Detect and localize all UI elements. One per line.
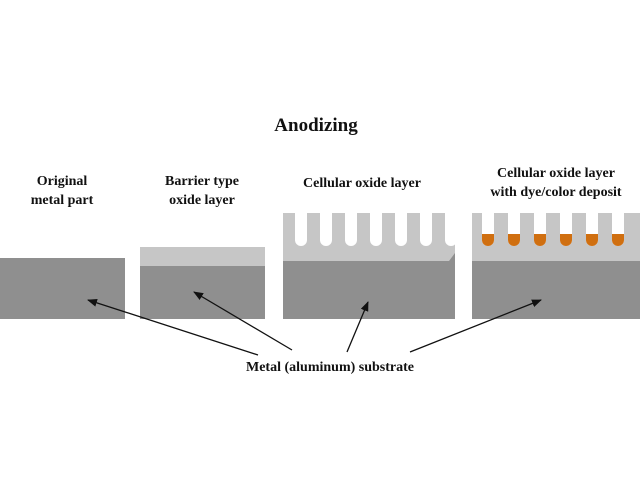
- dye-deposit: [508, 234, 520, 246]
- dye-deposit: [534, 234, 546, 246]
- dye-deposit: [586, 234, 598, 246]
- arrow-to-panel-1: [87, 298, 259, 356]
- substrate-arrows: [87, 291, 542, 356]
- metal-block: [0, 258, 125, 319]
- substrate-label: Metal (aluminum) substrate: [246, 360, 414, 375]
- pore: [295, 213, 307, 246]
- dye-deposits: [482, 234, 624, 246]
- panel-2-label-line-2: oxide layer: [169, 193, 235, 208]
- panel-original-metal: Original metal part: [0, 174, 125, 319]
- barrier-oxide-layer: [140, 247, 265, 266]
- pore-cells: [295, 213, 457, 246]
- panel-1-label-line-2: metal part: [31, 193, 94, 208]
- arrow-to-panel-3: [346, 301, 369, 353]
- panel-3-label-line-1: Cellular oxide layer: [303, 176, 421, 191]
- pore: [345, 213, 357, 246]
- arrow-to-panel-2: [193, 291, 293, 351]
- panel-4-label-line-1: Cellular oxide layer: [497, 166, 615, 181]
- arrow-to-panel-4: [409, 299, 542, 353]
- panel-cellular-oxide: Cellular oxide layer: [283, 176, 457, 319]
- metal-block: [140, 266, 265, 319]
- pore: [370, 213, 382, 246]
- pore: [445, 213, 457, 246]
- panel-2-label-line-1: Barrier type: [165, 174, 239, 189]
- pore: [320, 213, 332, 246]
- panel-4-label-line-2: with dye/color deposit: [490, 185, 622, 200]
- panel-1-label-line-1: Original: [37, 174, 88, 189]
- dye-deposit: [560, 234, 572, 246]
- pore: [420, 213, 432, 246]
- dye-deposit: [482, 234, 494, 246]
- panel-cellular-oxide-dyed: Cellular oxide layer with dye/color depo…: [472, 166, 640, 319]
- diagram-title: Anodizing: [274, 115, 358, 136]
- pore: [395, 213, 407, 246]
- dye-deposit: [612, 234, 624, 246]
